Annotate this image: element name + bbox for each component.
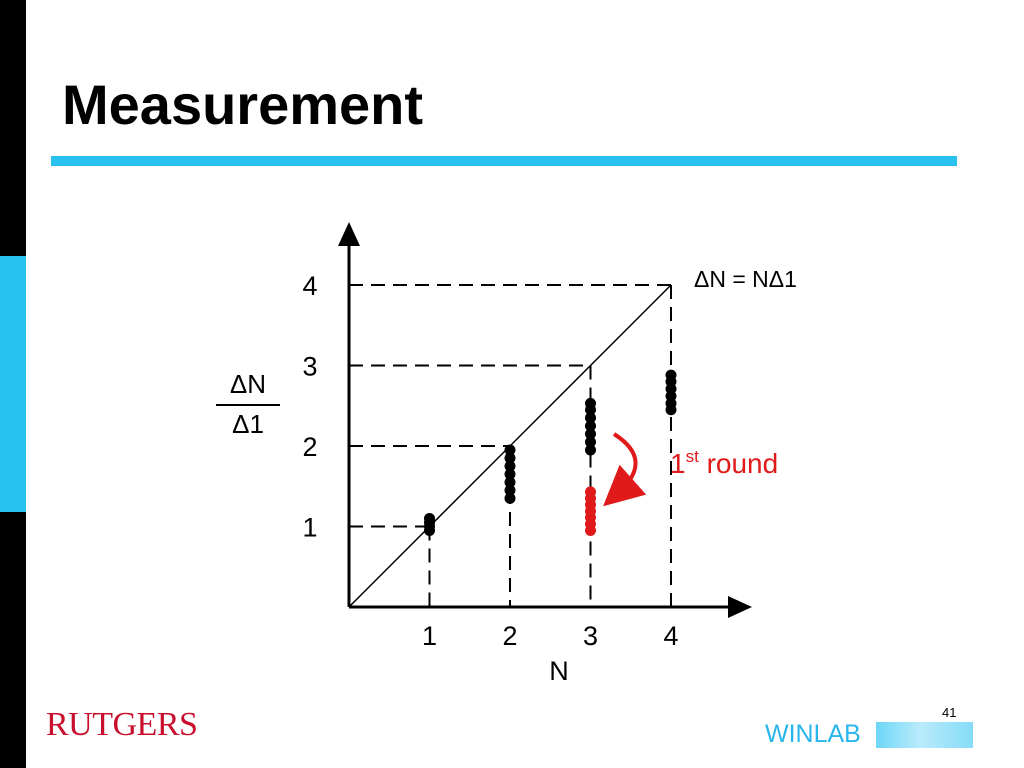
x-tick-labels: 1 2 3 4 (422, 621, 679, 651)
winlab-logo-text: WINLAB (765, 720, 861, 748)
x-axis-label: N (549, 656, 569, 686)
annotation-number: 1 (670, 448, 686, 479)
data-point-s0-8 (504, 460, 516, 472)
slide-title: Measurement (62, 73, 424, 136)
y-tick-label-4: 4 (302, 271, 317, 301)
first-round-annotation: 1st round (670, 447, 778, 479)
x-tick-label-4: 4 (663, 621, 678, 651)
data-point-s0-14 (585, 420, 596, 432)
left-accent-bar-top (0, 0, 26, 256)
annotation-superscript: st (686, 447, 700, 466)
data-points (424, 369, 677, 537)
x-tick-label-1: 1 (422, 621, 437, 651)
y-tick-label-1: 1 (302, 513, 317, 543)
data-point-s1-6 (585, 486, 596, 498)
data-point-s0-23 (665, 369, 677, 381)
y-tick-label-2: 2 (302, 432, 317, 462)
y-tick-label-3: 3 (302, 352, 317, 382)
page-number: 41 (942, 705, 957, 720)
data-point-s0-7 (504, 468, 516, 480)
round-shift-arrow (603, 432, 647, 507)
annotation-word: round (699, 448, 778, 479)
rutgers-logo: RUTGERS (46, 706, 198, 743)
data-point-s0-13 (585, 428, 596, 440)
data-point-s0-11 (585, 444, 596, 456)
winlab-logo-bar (876, 722, 973, 748)
data-point-s0-12 (585, 436, 596, 448)
data-point-s0-15 (585, 412, 596, 424)
x-axis-arrowhead (728, 596, 752, 618)
x-tick-label-3: 3 (583, 621, 598, 651)
reference-line-label: ΔN = NΔ1 (694, 266, 797, 292)
title-underline (51, 156, 957, 166)
y-tick-labels: 1 2 3 4 (302, 271, 317, 543)
x-tick-label-2: 2 (502, 621, 517, 651)
y-axis-label-numerator: ΔN (230, 369, 266, 399)
left-accent-bar-blue (0, 256, 26, 512)
data-point-s0-4 (504, 492, 516, 504)
data-point-s0-17 (585, 397, 596, 409)
y-axis-label-denominator: Δ1 (232, 409, 264, 439)
data-point-s0-5 (504, 484, 516, 496)
data-point-s0-3 (424, 512, 435, 524)
left-accent-bar-bottom (0, 512, 26, 768)
data-point-s0-6 (504, 476, 516, 488)
data-point-s0-10 (504, 444, 516, 456)
data-point-s0-9 (504, 452, 516, 464)
y-axis-arrowhead (338, 222, 360, 246)
